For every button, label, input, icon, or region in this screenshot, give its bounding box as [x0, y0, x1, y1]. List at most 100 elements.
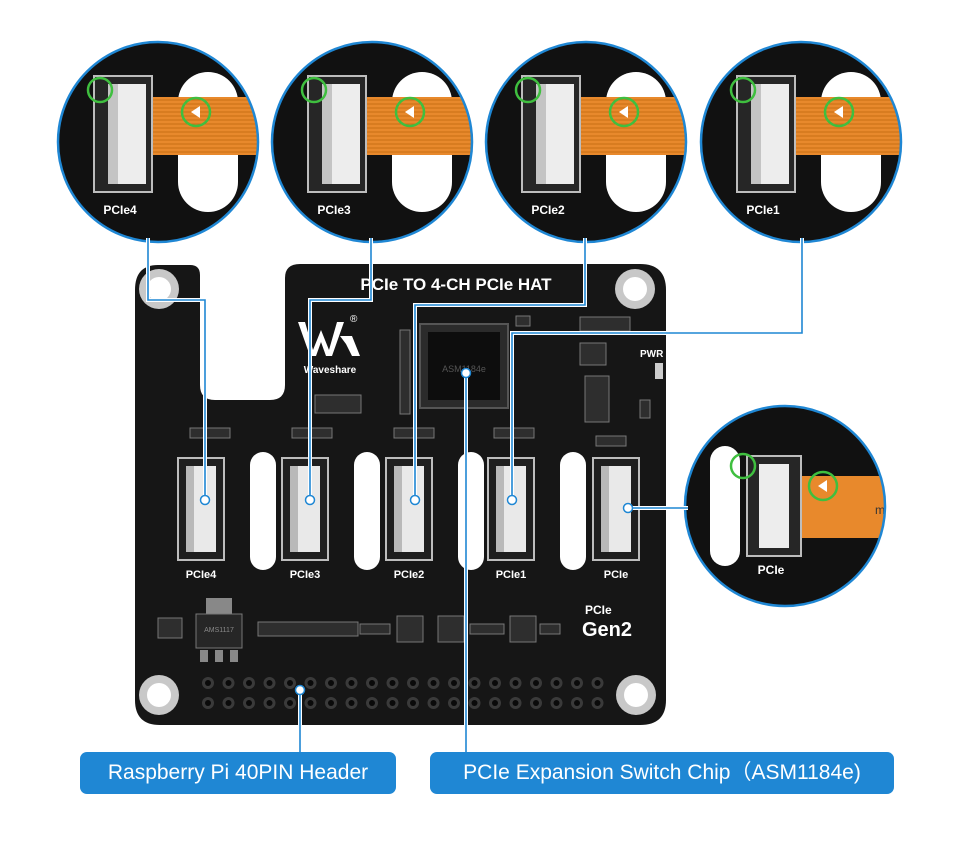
header-pin	[530, 697, 542, 709]
cable-marker-ring	[807, 470, 839, 502]
header-pin	[345, 697, 358, 709]
header-pin	[263, 677, 276, 689]
pwr-label: PWR	[640, 349, 664, 360]
leader-endpoints	[199, 367, 634, 696]
header-pin	[202, 677, 214, 689]
board-title: PCIe TO 4-CH PCIe HAT	[360, 275, 552, 294]
fpc-cable	[367, 97, 472, 155]
fpc-connector	[281, 457, 329, 561]
header-pin	[263, 697, 276, 709]
zoom-label: PCIe4	[103, 203, 137, 217]
slot-label: PCIe	[604, 569, 628, 581]
triangle-marker-icon	[405, 106, 414, 118]
brand-name: Waveshare	[304, 365, 357, 376]
zoom-label: PCIe1	[746, 203, 780, 217]
header-pin	[243, 677, 255, 689]
mounting-hole	[139, 269, 179, 309]
header-pin	[489, 677, 501, 689]
cable-marker-ring	[180, 96, 212, 128]
triangle-marker-icon	[834, 106, 843, 118]
header-pin	[366, 697, 378, 709]
slot-label: PCIe4	[186, 569, 217, 581]
callout-switch-chip: PCIe Expansion Switch Chip（ASM1184e)	[430, 752, 894, 794]
mounting-hole	[616, 675, 656, 715]
board-slot	[354, 452, 380, 570]
pin1-marker-ring	[86, 76, 114, 104]
gen-big-label: Gen2	[582, 619, 632, 641]
slot-label: PCIe3	[290, 569, 321, 581]
pin1-marker-ring	[514, 76, 542, 104]
switch-chip: ASM1184e	[419, 323, 509, 409]
triangle-marker-icon	[619, 106, 628, 118]
header-pin	[427, 677, 440, 689]
regulator-marking: AMS1117	[204, 627, 234, 634]
zoom-label: PCIe2	[531, 203, 565, 217]
header-pin	[509, 697, 522, 709]
gpio-40pin-header	[202, 677, 604, 709]
header-pin	[509, 677, 522, 689]
gen-small-label: PCIe	[585, 603, 612, 617]
pin1-marker-ring	[729, 76, 757, 104]
cable-marker-ring	[394, 96, 426, 128]
header-pin	[530, 677, 542, 689]
hat-board: PCIe TO 4-CH PCIe HAT ® Waveshare ASM118…	[135, 264, 666, 725]
header-pin	[284, 677, 296, 689]
fpc-cable	[795, 476, 885, 538]
zoom-detail-top: PCIe4 PCIe3 PCIe2 PCIe1	[56, 40, 903, 244]
cable-marker-ring	[823, 96, 855, 128]
header-pin	[325, 677, 337, 689]
header-pin	[591, 677, 604, 689]
board-slot	[560, 452, 586, 570]
registered-mark: ®	[350, 314, 358, 325]
mounting-hole	[139, 675, 179, 715]
pwr-led	[655, 363, 663, 379]
leader-lines-blue	[147, 238, 803, 752]
header-pin	[489, 697, 501, 709]
zoom-label: PCIe	[758, 563, 785, 577]
header-pin	[468, 677, 481, 689]
fpc-cable	[796, 97, 901, 155]
board-slot	[458, 452, 484, 570]
mounting-hole	[615, 269, 655, 309]
slot-label: PCIe1	[496, 569, 527, 581]
header-pin	[591, 697, 604, 709]
zoom-circle: PCIe2	[484, 40, 688, 244]
header-pin	[550, 697, 563, 709]
pin1-marker-ring	[729, 452, 757, 480]
header-pin	[284, 697, 296, 709]
header-pin	[407, 677, 419, 689]
header-pin	[304, 697, 317, 709]
header-pin	[407, 697, 419, 709]
board-slot	[250, 452, 276, 570]
header-pin	[427, 697, 440, 709]
header-pin	[304, 677, 317, 689]
triangle-marker-icon	[191, 106, 200, 118]
fpc-connector	[385, 457, 433, 561]
header-pin	[366, 677, 378, 689]
fpc-connector	[177, 457, 225, 561]
header-pin	[571, 697, 583, 709]
header-pin	[448, 677, 460, 689]
zoom-circle: PCIe4	[56, 40, 260, 244]
cable-marker-ring	[608, 96, 640, 128]
header-pin	[243, 697, 255, 709]
header-pin	[222, 697, 235, 709]
header-pin	[386, 677, 399, 689]
zoom-circle: PCIe3	[270, 40, 474, 244]
callout-40pin-header: Raspberry Pi 40PIN Header	[80, 752, 396, 794]
triangle-marker-icon	[818, 480, 827, 492]
pin1-marker-ring	[300, 76, 328, 104]
header-pin	[468, 697, 481, 709]
zoom-label: PCIe3	[317, 203, 351, 217]
header-pin	[222, 677, 235, 689]
header-pin	[448, 697, 460, 709]
header-pin	[550, 677, 563, 689]
header-pin	[325, 697, 337, 709]
header-pin	[386, 697, 399, 709]
zoom-circle: PCIe1	[699, 40, 903, 244]
header-pin	[345, 677, 358, 689]
fpc-cable	[153, 97, 258, 155]
